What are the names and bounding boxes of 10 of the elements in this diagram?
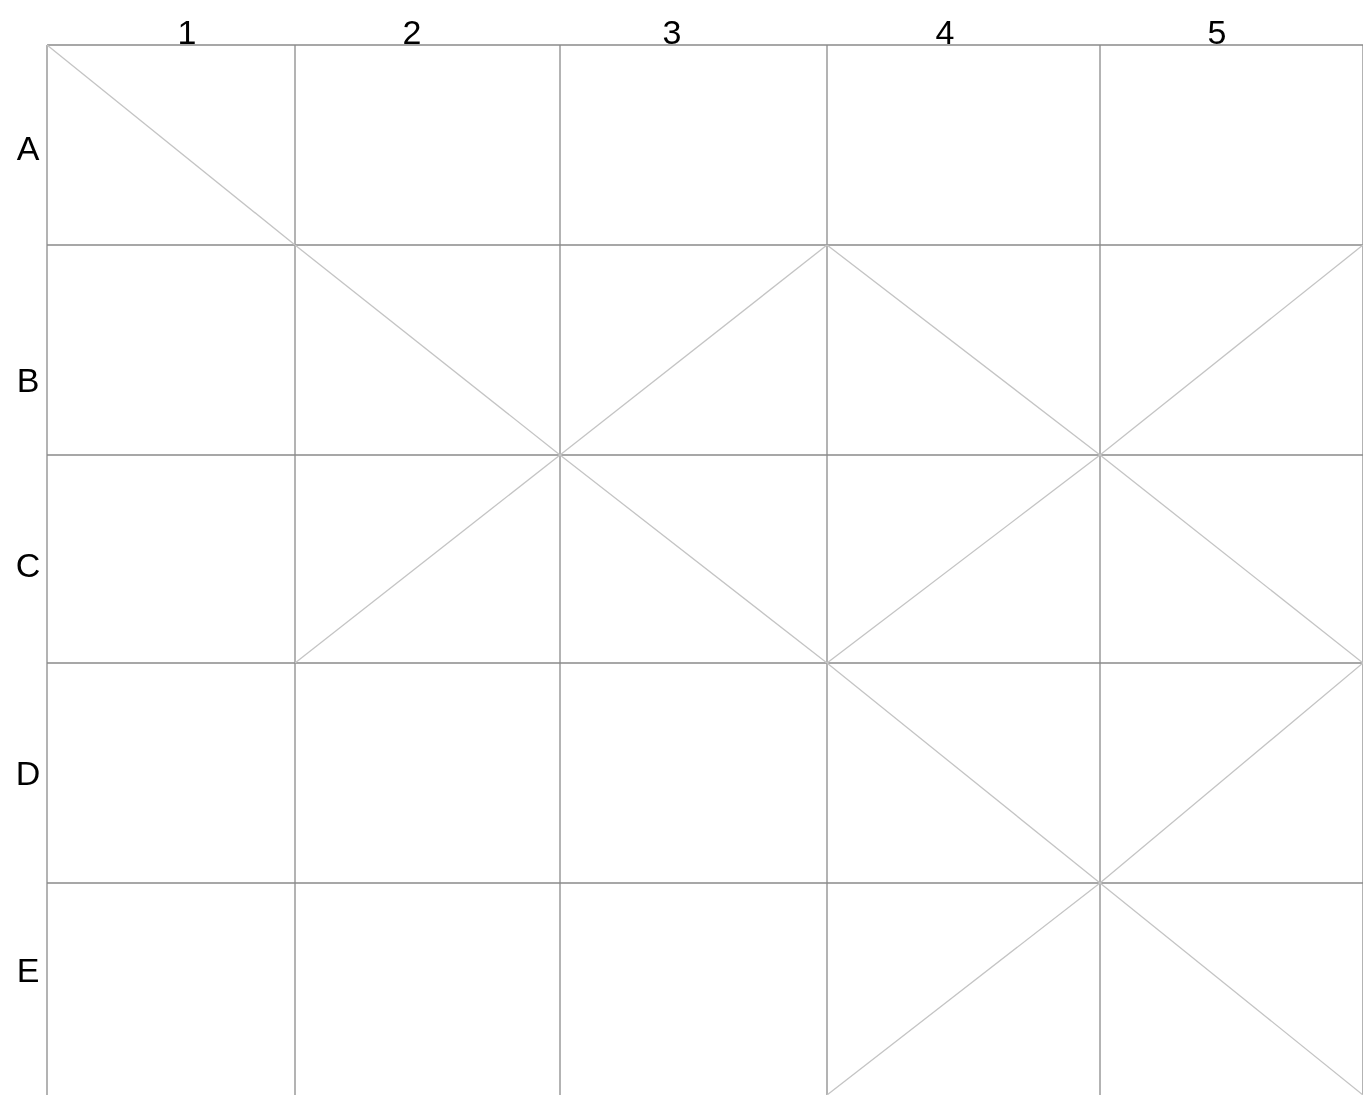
column-number: 1 xyxy=(177,15,197,49)
row-letter: E xyxy=(16,953,40,987)
row-letter: A xyxy=(16,131,40,165)
row-letter: D xyxy=(15,756,41,790)
row-letter: B xyxy=(16,363,40,397)
column-number: 3 xyxy=(662,15,682,49)
column-number: 5 xyxy=(1207,15,1227,49)
column-number: 2 xyxy=(402,15,422,49)
row-letter: C xyxy=(15,548,41,582)
column-number: 4 xyxy=(935,15,955,49)
